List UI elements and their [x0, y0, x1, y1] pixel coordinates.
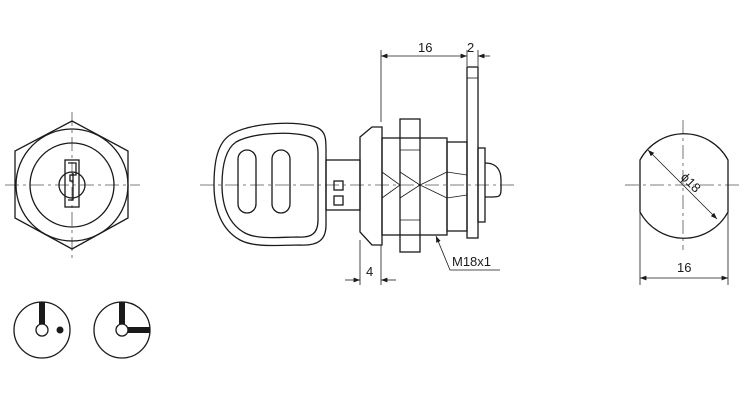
end-view — [625, 120, 740, 285]
dim-body-length: 16 — [418, 40, 432, 55]
dim-bezel-depth: 4 — [366, 264, 373, 279]
position-diagram-1 — [13, 301, 71, 359]
dim-thread: M18x1 — [452, 254, 491, 269]
front-view — [5, 112, 140, 262]
side-view — [200, 66, 515, 253]
dim-diameter: ϕ18 — [678, 170, 704, 196]
position-diagram-2 — [93, 301, 151, 359]
dim-flat-width: 16 — [677, 260, 691, 275]
dim-cam-thickness: 2 — [467, 40, 474, 55]
side-dimensions — [345, 50, 500, 285]
